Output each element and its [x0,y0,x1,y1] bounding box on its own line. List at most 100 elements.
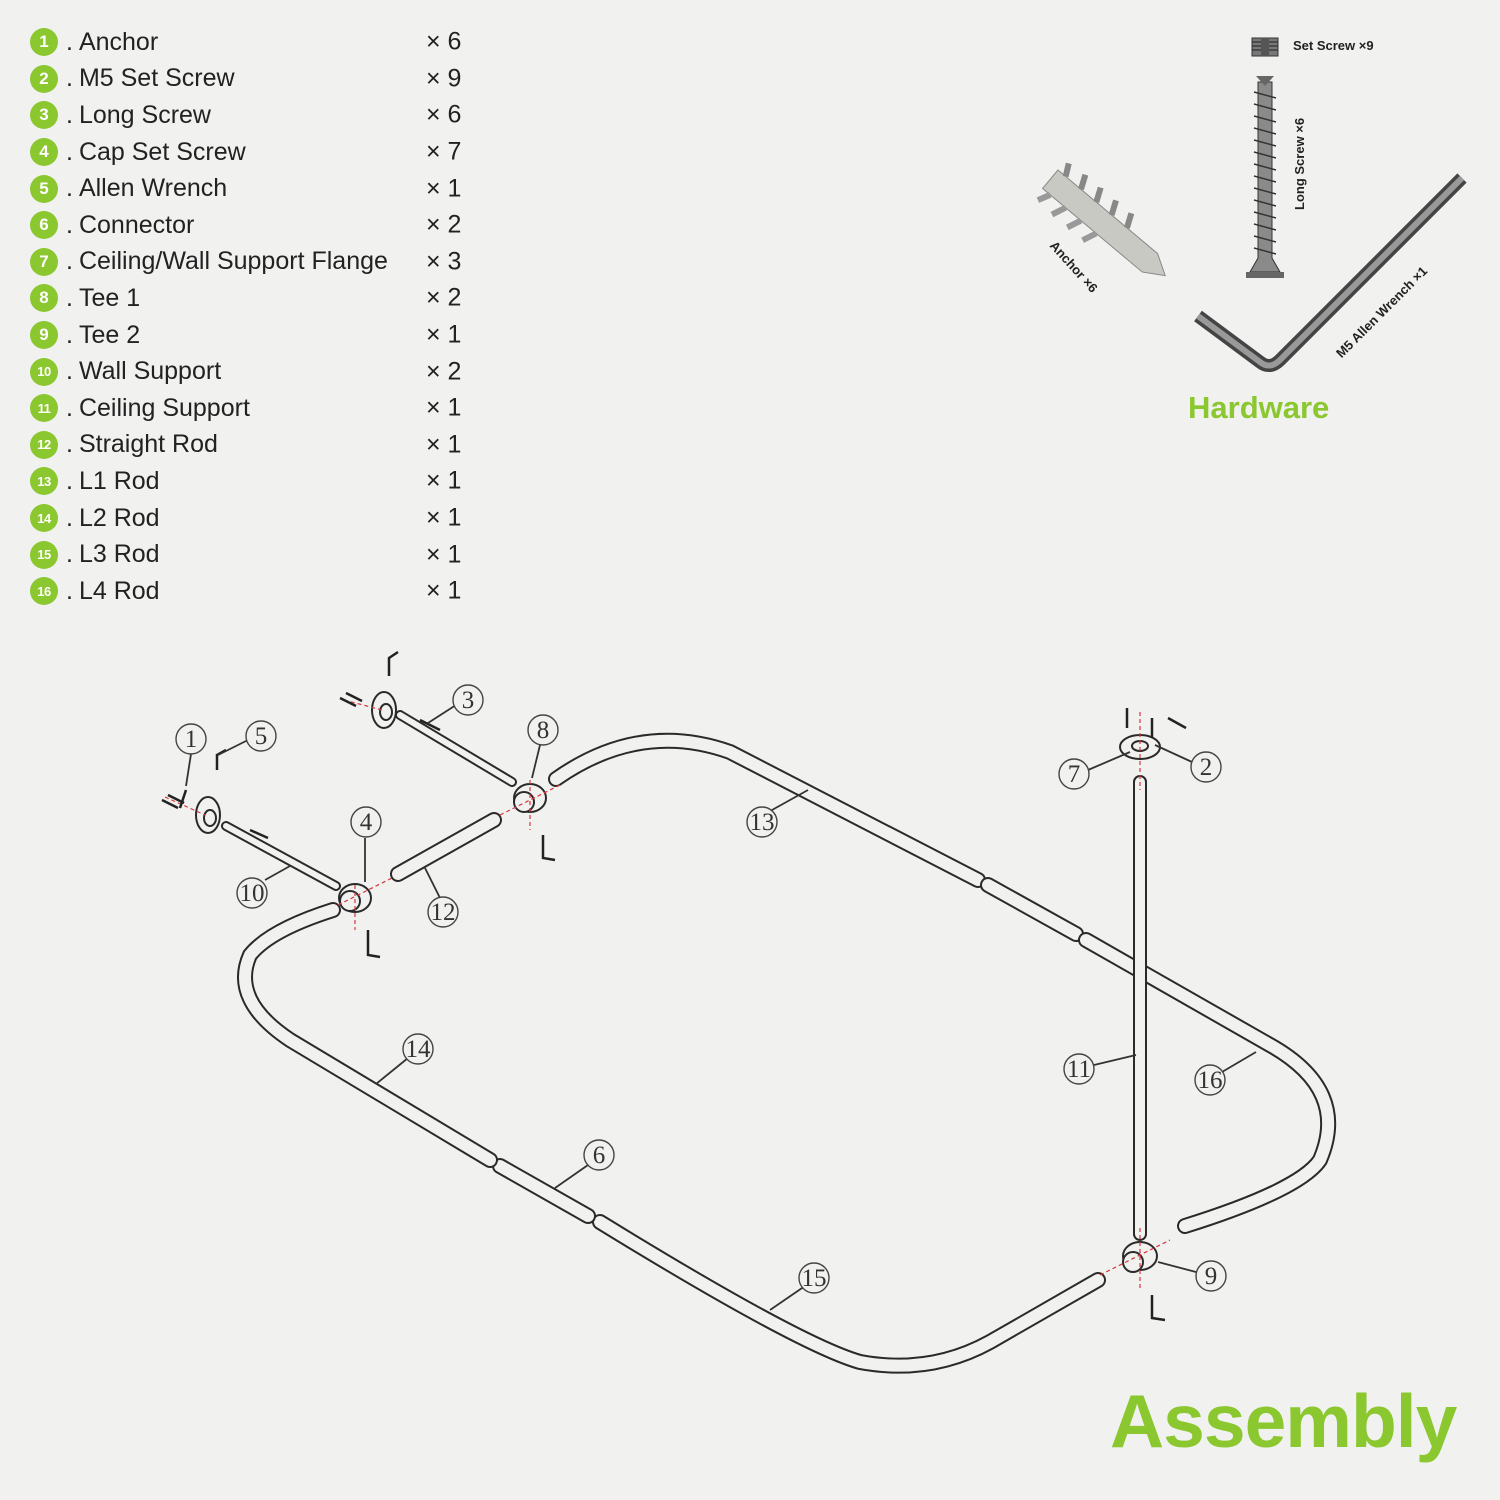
part-number-badge: 3 [30,101,58,130]
part-quantity: × 1 [426,540,462,569]
part-number-badge: 9 [30,321,58,350]
callout-15: 15 [798,1262,830,1294]
separator-dot: . [66,357,73,386]
part-quantity: × 1 [426,393,462,422]
part-number-badge: 10 [30,357,58,386]
callout-9: 9 [1195,1260,1227,1292]
separator-dot: . [66,430,73,459]
long-screw-icon [1246,76,1284,278]
part-name: M5 Set Screw [78,64,235,93]
callout-circle [245,720,277,752]
callout-8: 8 [527,714,559,746]
part-number-badge: 4 [30,138,58,167]
part-number-badge: 15 [30,540,58,569]
part-row: 16.L4 Rod× 1 [30,573,490,610]
callout-12: 12 [427,896,459,928]
separator-dot: . [66,503,73,532]
part-quantity: × 2 [426,357,462,386]
callout-circle [1190,751,1222,783]
part-row: 10.Wall Support× 2 [30,353,490,390]
part-row: 9.Tee 2× 1 [30,317,490,354]
callout-leaders [185,704,1257,1311]
part-number-badge: 2 [30,64,58,93]
part-quantity: × 1 [426,503,462,532]
callout-number: 16 [1198,1067,1223,1094]
part-name: Ceiling Support [78,393,250,422]
part-number-badge: 1 [30,28,58,57]
separator-dot: . [66,174,73,203]
part-number-badge: 7 [30,247,58,276]
part-quantity: × 6 [426,27,462,56]
part-number-badge: 8 [30,284,58,313]
callout-number: 13 [750,809,775,836]
part-number-badge: 16 [30,577,58,606]
callout-number: 14 [406,1036,432,1063]
callout-number: 4 [360,809,373,836]
part-quantity: × 2 [426,283,462,312]
separator-dot: . [66,137,73,166]
separator-dot: . [66,100,73,129]
callout-circle [583,1139,615,1171]
callout-7: 7 [1058,758,1090,790]
callout-number: 10 [240,880,265,907]
callout-circle [175,723,207,755]
part-name: L3 Rod [78,540,160,569]
separator-dot: . [66,247,73,276]
callout-13: 13 [746,806,778,838]
assembly-title: Assembly [1110,1379,1457,1463]
part-name: Connector [78,210,195,239]
part-quantity: × 2 [426,210,462,239]
hardware-title: Hardware [1188,390,1330,425]
part-quantity: × 6 [426,100,462,129]
part-number-badge: 13 [30,467,58,496]
callout-circle [1058,758,1090,790]
callout-number: 7 [1068,761,1081,788]
part-row: 14.L2 Rod × 1 [30,500,490,537]
callout-6: 6 [583,1139,615,1171]
rod-l3 [592,1214,1106,1374]
part-row: 11.Ceiling Support× 1 [30,390,490,427]
callout-number: 8 [537,717,550,744]
allen-wrench-icon [1194,173,1467,372]
part-number-badge: 12 [30,430,58,459]
callout-10: 10 [236,877,268,909]
separator-dot: . [66,283,73,312]
hardware-illustration [1036,37,1467,372]
part-quantity: × 9 [426,64,462,93]
separator-dot: . [66,210,73,239]
part-name: L2 Rod [78,503,160,532]
part-name: Cap Set Screw [78,137,246,166]
part-name: Ceiling/Wall Support Flange [78,247,388,276]
callout-number: 12 [431,899,456,926]
part-name: Long Screw [78,100,211,129]
part-number-badge: 14 [30,504,58,533]
anchor-icon [1036,162,1166,277]
callout-circle [1063,1053,1095,1085]
callout-1: 1 [175,723,207,755]
hardware-panel: Set Screw ×9 Long Screw ×6 Anchor ×6 M5 … [1030,20,1500,440]
rod-frame [221,710,1337,1374]
part-name: L4 Rod [78,576,160,605]
callout-number: 3 [462,687,475,714]
part-name: Tee 2 [78,320,141,349]
hardware-details [161,650,1187,1322]
part-name: Tee 1 [78,283,141,312]
callout-number: 11 [1067,1056,1091,1083]
part-row: 15.L3 Rod × 1 [30,536,490,573]
fittings [195,691,1161,1273]
part-number-badge: 11 [30,394,58,423]
callout-circle [350,806,382,838]
part-row: 1.Anchor× 6 [30,24,490,61]
callout-number: 5 [255,723,268,750]
callout-3: 3 [452,684,484,716]
separator-dot: . [66,540,73,569]
callout-number: 2 [1200,754,1213,781]
part-row: 3.Long Screw × 6 [30,97,490,134]
callout-4: 4 [350,806,382,838]
callout-number: 1 [185,726,198,753]
separator-dot: . [66,466,73,495]
part-name: Straight Rod [78,430,218,459]
part-row: 6.Connector× 2 [30,207,490,244]
